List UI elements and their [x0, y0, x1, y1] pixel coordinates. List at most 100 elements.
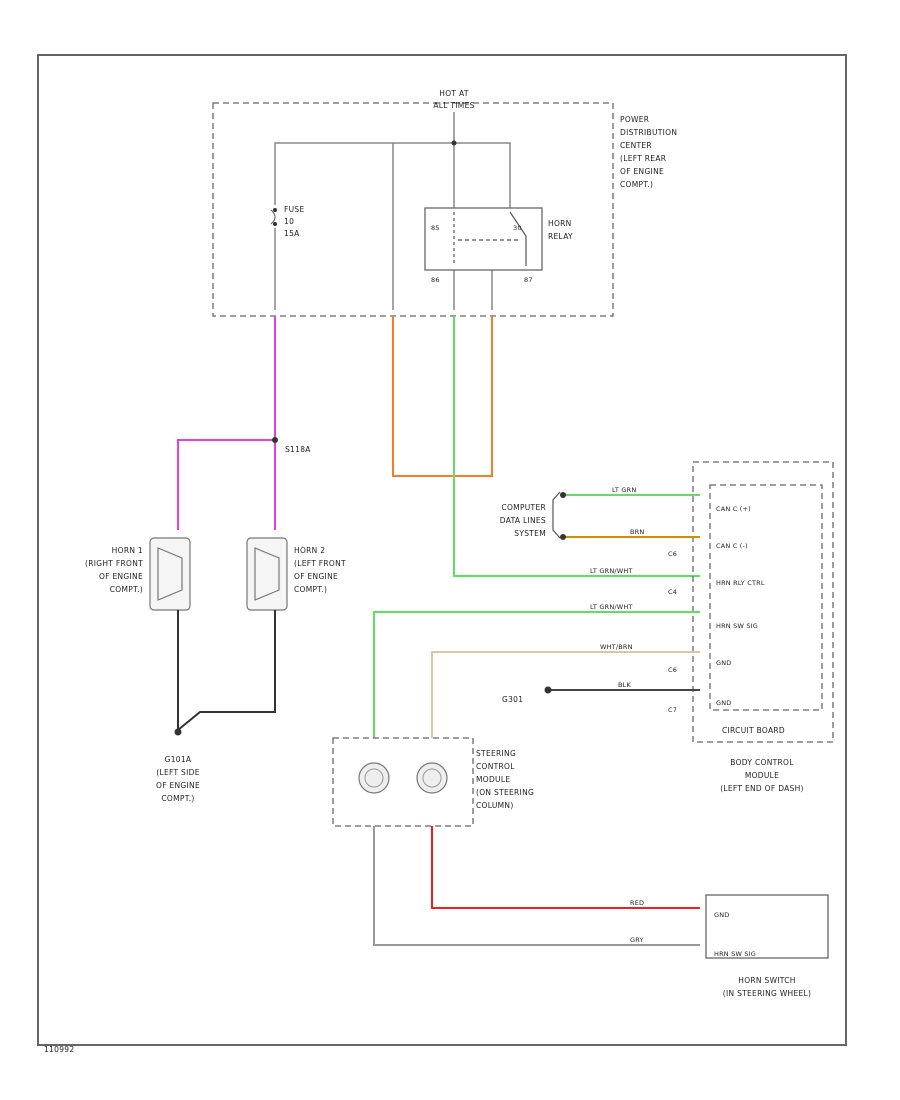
scm-box — [332, 737, 474, 827]
ground-g101a-label: (LEFT SIDE OF ENGINE COMPT.) — [156, 768, 200, 803]
svg-text:(LEFT SIDE: (LEFT SIDE — [156, 768, 199, 777]
svg-text:MODULE: MODULE — [745, 771, 779, 780]
svg-text:85: 85 — [431, 224, 440, 232]
horn2-label: HORN 2 (LEFT FRONT OF ENGINE COMPT.) — [294, 546, 346, 594]
svg-text:HORN 2: HORN 2 — [294, 546, 325, 555]
svg-text:BODY CONTROL: BODY CONTROL — [730, 758, 794, 767]
relay-pin-labels: 85 30 86 87 — [431, 224, 533, 284]
bcm-pin-hrn-rly-ctrl: HRN RLY CTRL — [716, 579, 765, 587]
bcm-outer-box — [692, 461, 834, 743]
bcm-connector-labels: C6 C4 C6 C7 — [668, 550, 677, 714]
svg-text:(LEFT FRONT: (LEFT FRONT — [294, 559, 346, 568]
svg-text:RELAY: RELAY — [548, 232, 573, 241]
wire-black-horn2-ground — [177, 610, 276, 731]
svg-text:SYSTEM: SYSTEM — [514, 529, 546, 538]
svg-text:POWER: POWER — [620, 115, 649, 124]
wire-lt-green-hrn-sw-sig — [373, 611, 700, 738]
svg-text:(LEFT END OF DASH): (LEFT END OF DASH) — [720, 784, 804, 793]
splice-label: S118A — [285, 445, 311, 454]
svg-text:FUSE: FUSE — [284, 205, 305, 214]
svg-text:C6: C6 — [668, 550, 677, 558]
svg-text:(ON STEERING: (ON STEERING — [476, 788, 534, 797]
svg-text:HORN SWITCH: HORN SWITCH — [738, 976, 795, 985]
pdc-internal-wiring — [274, 112, 511, 310]
svg-text:HORN 1: HORN 1 — [112, 546, 143, 555]
svg-text:87: 87 — [524, 276, 533, 284]
svg-text:OF ENGINE: OF ENGINE — [294, 572, 338, 581]
wire-label-wht-brn: WHT/BRN — [600, 643, 633, 651]
svg-text:86: 86 — [431, 276, 440, 284]
wire-red-horn-switch — [431, 826, 700, 909]
horn-switch-label: HORN SWITCH (IN STEERING WHEEL) — [723, 976, 812, 998]
horn-switch-pin-gnd: GND — [714, 911, 730, 919]
svg-text:COMPT.): COMPT.) — [620, 180, 653, 189]
horn-relay-box — [424, 207, 543, 271]
wire-label-red: RED — [630, 899, 644, 907]
bcm-pin-gnd-1: GND — [716, 659, 732, 667]
svg-text:OF ENGINE: OF ENGINE — [156, 781, 200, 790]
svg-text:C4: C4 — [668, 588, 677, 596]
fuse-symbol — [270, 208, 277, 226]
diagram-code: 110992 — [44, 1045, 74, 1054]
horn-switch-pin-sig: HRN SW SIG — [714, 950, 756, 958]
svg-text:MODULE: MODULE — [476, 775, 510, 784]
wire-label-gry: GRY — [630, 936, 644, 944]
svg-text:COLUMN): COLUMN) — [476, 801, 514, 810]
can-c-pos-terminal — [560, 492, 566, 498]
ground-g101a-node — [174, 728, 182, 736]
ground-g101a-id: G101A — [165, 755, 192, 764]
svg-text:CONTROL: CONTROL — [476, 762, 515, 771]
pdc-box — [212, 102, 614, 317]
data-lines-bracket — [552, 491, 561, 539]
splice-node — [272, 437, 278, 443]
svg-text:OF ENGINE: OF ENGINE — [620, 167, 664, 176]
data-lines-label: COMPUTER DATA LINES SYSTEM — [500, 503, 546, 538]
bcm-pin-labels: CAN C (+) CAN C (-) HRN RLY CTRL HRN SW … — [716, 505, 765, 707]
svg-text:(LEFT REAR: (LEFT REAR — [620, 154, 666, 163]
bcm-pin-can-c-pos: CAN C (+) — [716, 505, 751, 513]
bcm-pin-hrn-sw-sig: HRN SW SIG — [716, 622, 758, 630]
scm-connector-right — [416, 762, 448, 794]
svg-text:C6: C6 — [668, 666, 677, 674]
svg-text:30: 30 — [513, 224, 522, 232]
all-times-label: ALL TIMES — [433, 101, 474, 110]
pdc-bus-node — [451, 140, 457, 146]
svg-text:15A: 15A — [284, 229, 300, 238]
horn1-symbol — [149, 537, 191, 611]
svg-text:10: 10 — [284, 217, 294, 226]
pdc-label: POWER DISTRIBUTION CENTER (LEFT REAR OF … — [620, 115, 677, 189]
bcm-pin-gnd-2: GND — [716, 699, 732, 707]
svg-text:COMPT.): COMPT.) — [294, 585, 327, 594]
can-c-neg-terminal — [560, 534, 566, 540]
scm-label: STEERING CONTROL MODULE (ON STEERING COL… — [476, 749, 534, 810]
circuit-board-box — [709, 484, 823, 711]
wire-gray-horn-switch — [373, 826, 700, 946]
svg-text:OF ENGINE: OF ENGINE — [99, 572, 143, 581]
svg-text:(IN STEERING WHEEL): (IN STEERING WHEEL) — [723, 989, 812, 998]
horn1-label: HORN 1 (RIGHT FRONT OF ENGINE COMPT.) — [85, 546, 143, 594]
ground-g301-node — [544, 686, 552, 694]
svg-text:COMPUTER: COMPUTER — [501, 503, 546, 512]
wire-label-lt-grn: LT GRN — [612, 486, 636, 494]
svg-text:DATA LINES: DATA LINES — [500, 516, 546, 525]
svg-text:CENTER: CENTER — [620, 141, 652, 150]
ground-g301-label: G301 — [502, 695, 523, 704]
svg-text:COMPT.): COMPT.) — [110, 585, 143, 594]
circuit-board-label: CIRCUIT BOARD — [722, 726, 785, 735]
wire-label-brn: BRN — [630, 528, 644, 536]
bcm-label: BODY CONTROL MODULE (LEFT END OF DASH) — [720, 758, 804, 793]
wire-label-lt-grn-wht-1: LT GRN/WHT — [590, 567, 633, 575]
diagram-frame — [37, 54, 847, 1046]
svg-text:STEERING: STEERING — [476, 749, 516, 758]
horn-switch-box — [705, 894, 829, 959]
hot-at-label: HOT AT — [439, 89, 469, 98]
svg-text:C7: C7 — [668, 706, 677, 714]
horn-relay-internals — [453, 211, 527, 266]
bcm-pin-can-c-neg: CAN C (-) — [716, 542, 748, 550]
svg-text:HORN: HORN — [548, 219, 572, 228]
svg-text:DISTRIBUTION: DISTRIBUTION — [620, 128, 677, 137]
fuse-label: FUSE 10 15A — [284, 205, 305, 238]
wire-label-lt-grn-wht-2: LT GRN/WHT — [590, 603, 633, 611]
wire-pink-horn1 — [177, 439, 275, 530]
